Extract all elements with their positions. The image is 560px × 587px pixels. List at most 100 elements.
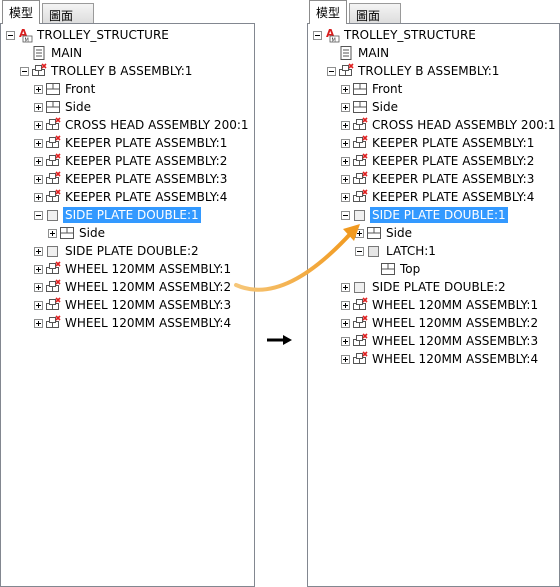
assembly-icon <box>352 117 368 133</box>
tree-item[interactable]: Front <box>34 80 97 98</box>
tree-item[interactable]: SIDE PLATE DOUBLE:1 <box>341 206 508 224</box>
tab-drawing[interactable]: 圖面 <box>42 3 94 24</box>
tree-item[interactable]: Side <box>34 98 93 116</box>
assembly-icon <box>352 351 368 367</box>
svg-text:A: A <box>19 27 28 40</box>
tree-item[interactable]: MAIN <box>327 44 391 62</box>
expand-icon[interactable] <box>341 156 350 166</box>
tree-item-label: SIDE PLATE DOUBLE:2 <box>372 280 506 294</box>
tree-item[interactable]: SIDE PLATE DOUBLE:2 <box>34 242 201 260</box>
tree-item-label: Side <box>386 226 412 240</box>
tree-item[interactable]: KEEPER PLATE ASSEMBLY:2 <box>341 152 536 170</box>
tree-item[interactable]: WHEEL 120MM ASSEMBLY:3 <box>341 332 540 350</box>
expand-icon[interactable] <box>341 120 350 130</box>
expand-icon[interactable] <box>34 102 43 112</box>
tab-drawing[interactable]: 圖面 <box>349 3 401 24</box>
assembly-icon <box>45 279 61 295</box>
expand-icon[interactable] <box>48 228 57 238</box>
part-icon <box>352 207 368 223</box>
tree-item[interactable]: KEEPER PLATE ASSEMBLY:2 <box>34 152 229 170</box>
collapse-icon[interactable] <box>341 210 350 220</box>
part-icon <box>45 207 61 223</box>
expand-icon[interactable] <box>34 282 43 292</box>
tree-item[interactable]: KEEPER PLATE ASSEMBLY:4 <box>341 188 536 206</box>
collapse-icon[interactable] <box>20 66 29 76</box>
expand-icon[interactable] <box>341 336 350 346</box>
assembly-icon <box>45 297 61 313</box>
assembly-icon <box>45 153 61 169</box>
plane-icon <box>380 261 396 277</box>
expand-icon[interactable] <box>341 300 350 310</box>
tree-item-label: KEEPER PLATE ASSEMBLY:3 <box>372 172 535 186</box>
tree-item[interactable]: WHEEL 120MM ASSEMBLY:1 <box>341 296 540 314</box>
collapse-icon[interactable] <box>313 30 322 40</box>
expand-icon[interactable] <box>341 174 350 184</box>
tree-item-label: Side <box>79 226 105 240</box>
tree-item[interactable]: SIDE PLATE DOUBLE:2 <box>341 278 508 296</box>
tree-item[interactable]: Top <box>369 260 422 278</box>
expand-icon[interactable] <box>34 246 43 256</box>
expand-icon[interactable] <box>34 174 43 184</box>
tree-item[interactable]: WHEEL 120MM ASSEMBLY:2 <box>341 314 540 332</box>
tree-item[interactable]: TROLLEY B ASSEMBLY:1 <box>327 62 501 80</box>
collapse-icon[interactable] <box>6 30 15 40</box>
tree-item[interactable]: CROSS HEAD ASSEMBLY 200:1 <box>341 116 558 134</box>
expand-icon[interactable] <box>34 138 43 148</box>
expand-icon[interactable] <box>341 354 350 364</box>
tree-item[interactable]: WHEEL 120MM ASSEMBLY:4 <box>341 350 540 368</box>
expand-icon[interactable] <box>341 84 350 94</box>
collapse-icon[interactable] <box>327 66 336 76</box>
tree-item[interactable]: MAIN <box>20 44 84 62</box>
assembly-icon <box>45 171 61 187</box>
tree-item[interactable]: KEEPER PLATE ASSEMBLY:1 <box>34 134 229 152</box>
tree-item-label: TROLLEY_STRUCTURE <box>344 28 476 42</box>
assembly-icon <box>31 63 47 79</box>
tree-item[interactable]: Side <box>341 98 400 116</box>
tree-item[interactable]: LATCH:1 <box>355 242 438 260</box>
tree-item-label: WHEEL 120MM ASSEMBLY:4 <box>65 316 232 330</box>
expand-icon[interactable] <box>34 300 43 310</box>
expand-icon[interactable] <box>34 84 43 94</box>
tab-model[interactable]: 模型 <box>309 0 347 24</box>
tree-item[interactable]: WHEEL 120MM ASSEMBLY:1 <box>34 260 233 278</box>
expand-icon[interactable] <box>341 102 350 112</box>
expand-icon[interactable] <box>34 264 43 274</box>
tree-item[interactable]: KEEPER PLATE ASSEMBLY:4 <box>34 188 229 206</box>
assembly-icon <box>352 135 368 151</box>
tree-item[interactable]: WHEEL 120MM ASSEMBLY:2 <box>34 278 233 296</box>
expand-icon[interactable] <box>341 138 350 148</box>
tree-item-label: KEEPER PLATE ASSEMBLY:1 <box>372 136 535 150</box>
assembly-icon <box>352 153 368 169</box>
collapse-icon[interactable] <box>34 210 43 220</box>
tab-model[interactable]: 模型 <box>2 0 40 24</box>
expand-icon[interactable] <box>355 228 364 238</box>
tree-item[interactable]: TROLLEY B ASSEMBLY:1 <box>20 62 194 80</box>
expand-icon[interactable] <box>34 318 43 328</box>
expand-icon[interactable] <box>34 156 43 166</box>
tree-item[interactable]: Side <box>48 224 107 242</box>
expand-icon[interactable] <box>34 192 43 202</box>
tree-item-label: LATCH:1 <box>386 244 436 258</box>
tree-item[interactable]: WHEEL 120MM ASSEMBLY:3 <box>34 296 233 314</box>
tree-item[interactable]: KEEPER PLATE ASSEMBLY:1 <box>341 134 536 152</box>
collapse-icon[interactable] <box>355 246 364 256</box>
tree-item[interactable]: CROSS HEAD ASSEMBLY 200:1 <box>34 116 251 134</box>
assembly-icon <box>352 171 368 187</box>
tree-item[interactable]: KEEPER PLATE ASSEMBLY:3 <box>341 170 536 188</box>
tree-item[interactable]: Front <box>341 80 404 98</box>
expand-icon[interactable] <box>34 120 43 130</box>
expand-icon[interactable] <box>341 282 350 292</box>
tree-item[interactable]: Side <box>355 224 414 242</box>
tree-item-label: TROLLEY B ASSEMBLY:1 <box>358 64 500 78</box>
tree-item-label: WHEEL 120MM ASSEMBLY:1 <box>372 298 539 312</box>
expand-icon[interactable] <box>341 318 350 328</box>
svg-text:M: M <box>332 38 336 44</box>
svg-text:M: M <box>25 38 29 44</box>
tree-item[interactable]: KEEPER PLATE ASSEMBLY:3 <box>34 170 229 188</box>
tree-item-label: CROSS HEAD ASSEMBLY 200:1 <box>65 118 249 132</box>
tree-item[interactable]: SIDE PLATE DOUBLE:1 <box>34 206 201 224</box>
tree-item[interactable]: WHEEL 120MM ASSEMBLY:4 <box>34 314 233 332</box>
expand-icon[interactable] <box>341 192 350 202</box>
